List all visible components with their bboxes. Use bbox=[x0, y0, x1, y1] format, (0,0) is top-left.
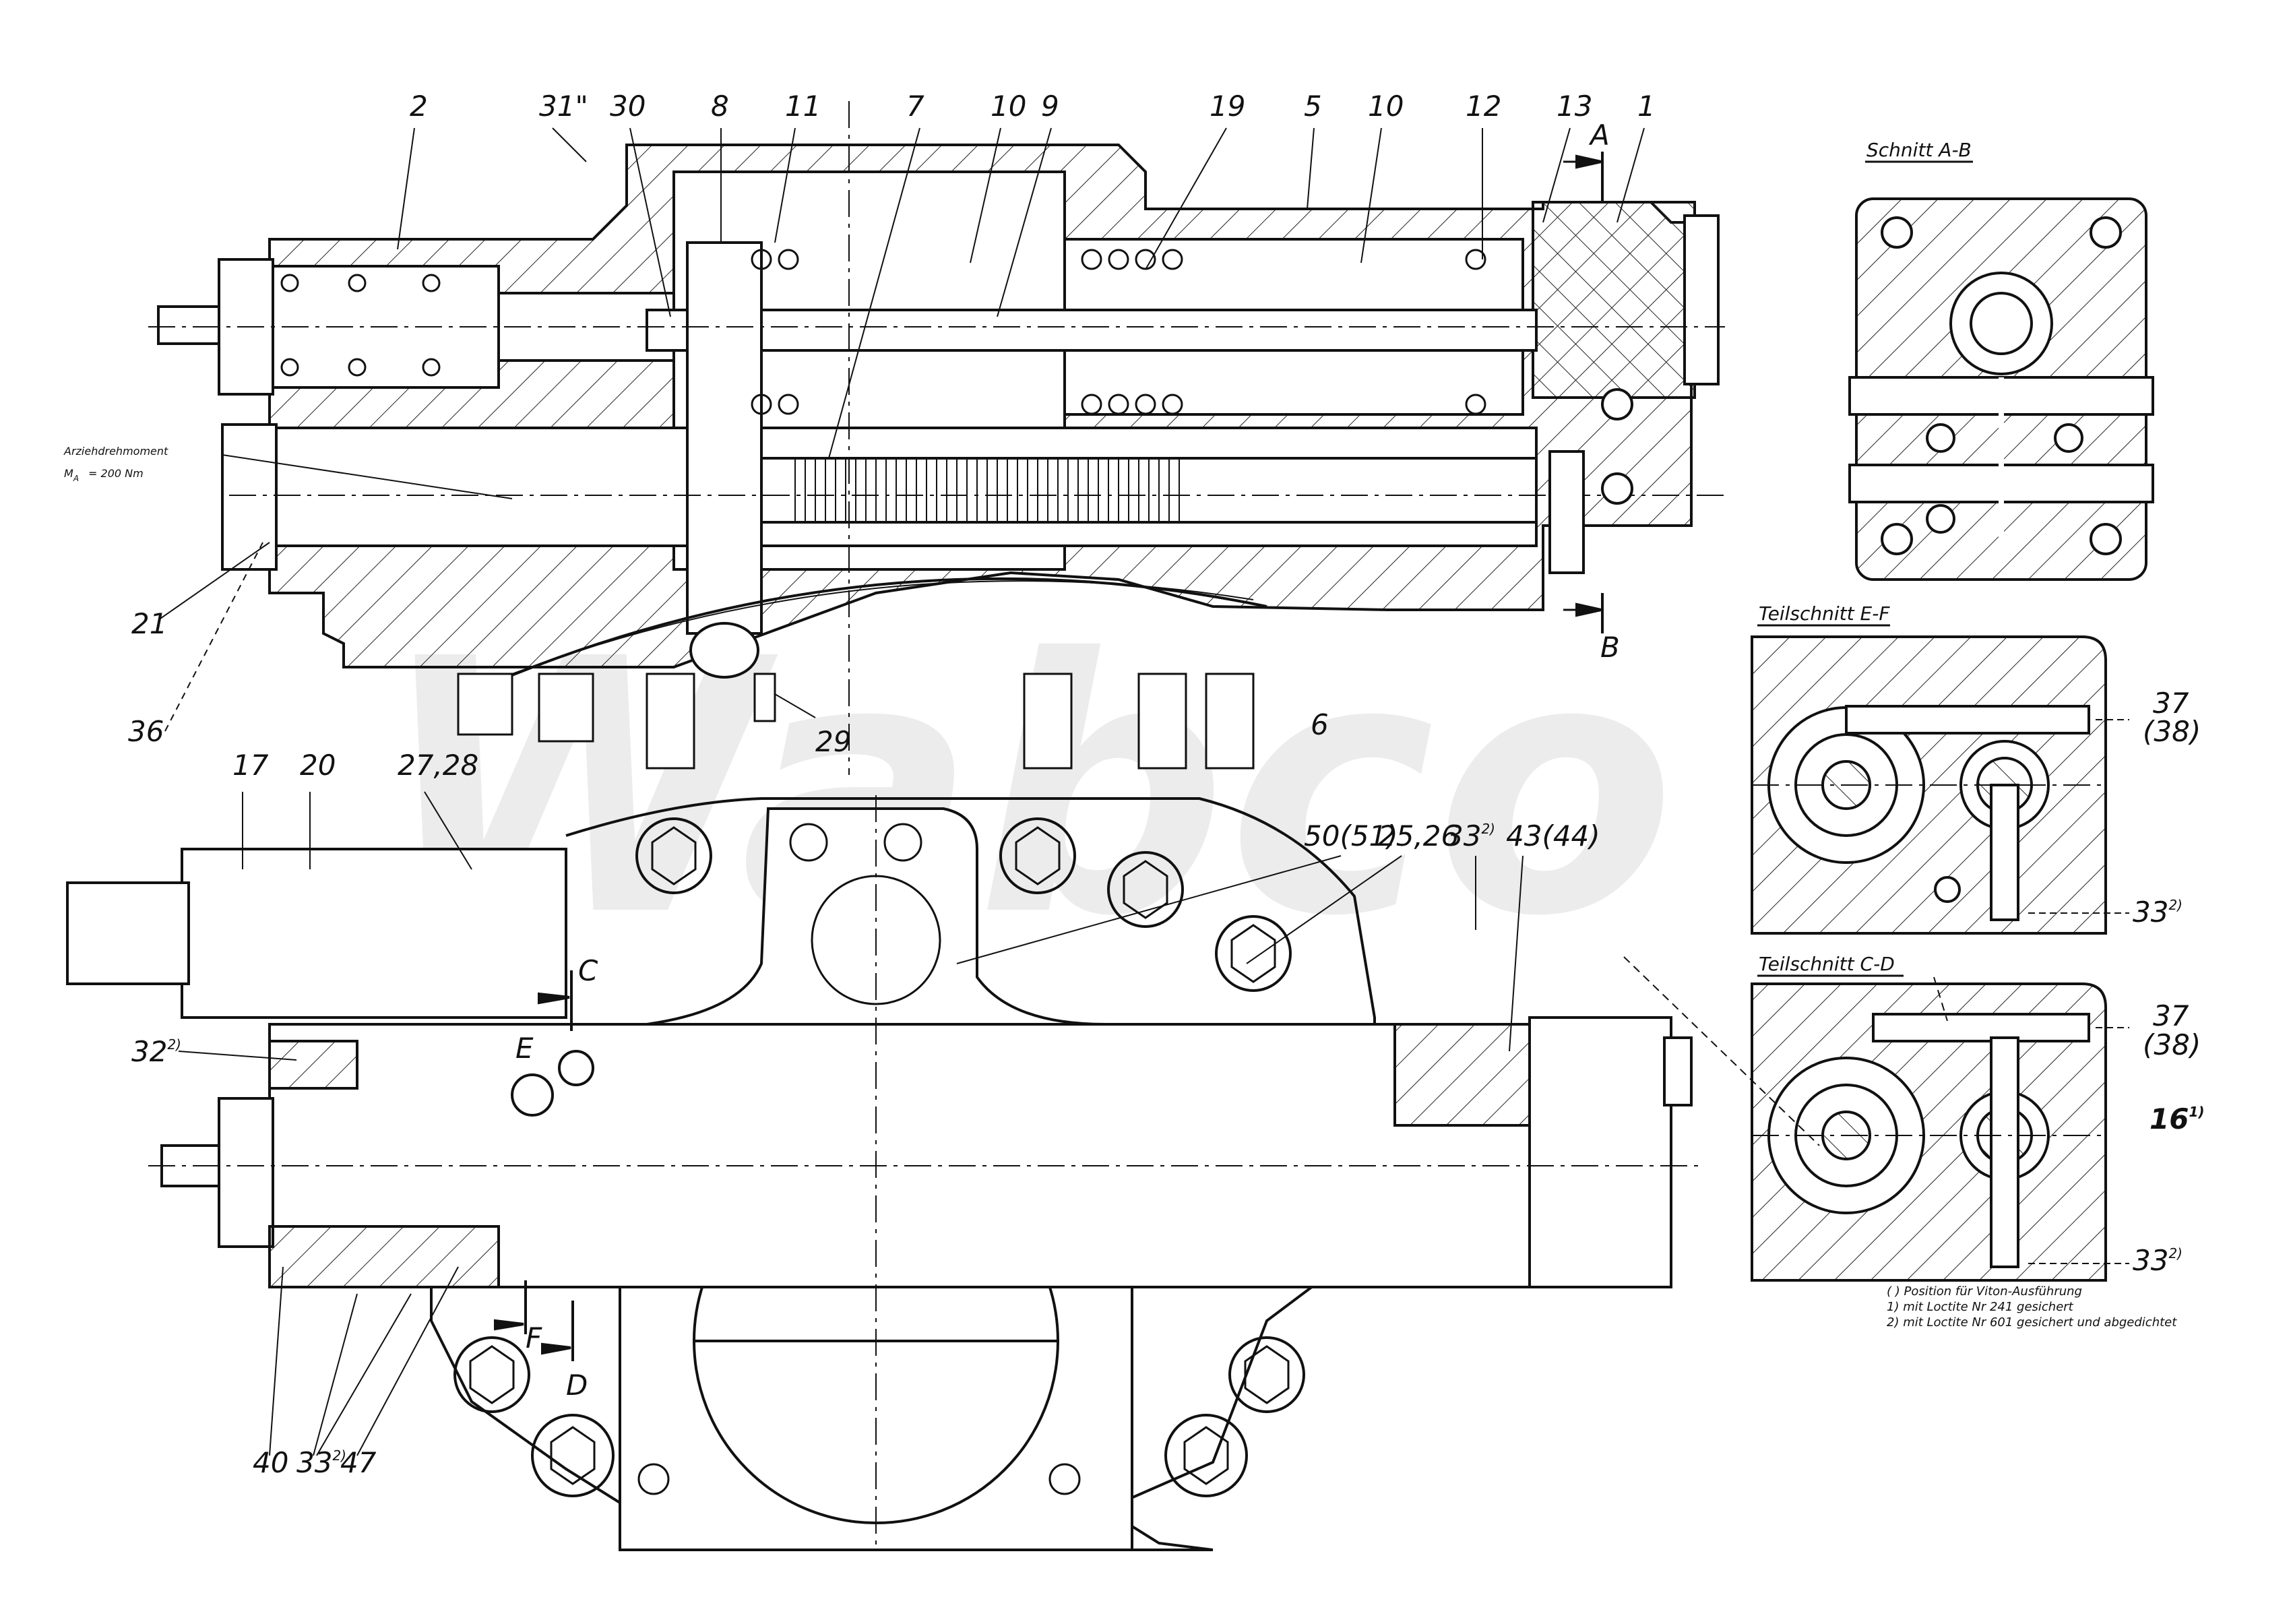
label-8: 8 bbox=[711, 90, 729, 123]
label-5: 5 bbox=[1304, 90, 1322, 123]
label-2: 2 bbox=[410, 90, 428, 123]
port-circle-2 bbox=[1601, 472, 1633, 505]
leader-lines-bottom bbox=[178, 791, 1524, 1456]
label-36: 36 bbox=[128, 715, 164, 748]
label-29: 29 bbox=[815, 725, 851, 758]
ef-label-38: (38) bbox=[2143, 715, 2201, 748]
label-43-44: 43(44) bbox=[1506, 819, 1600, 852]
label-40: 40 bbox=[253, 1446, 288, 1479]
end-boss-right bbox=[1663, 1036, 1693, 1106]
springs-left bbox=[280, 274, 441, 377]
label-31: 31" bbox=[539, 90, 588, 123]
cd-label-38: (38) bbox=[2143, 1028, 2201, 1061]
section-letter-a: A bbox=[1588, 119, 1610, 152]
label-11: 11 bbox=[785, 90, 821, 123]
footnote-3: 2) mit Loctite Nr 601 gesichert und abge… bbox=[1887, 1315, 2177, 1330]
section-ab-title: Schnitt A-B bbox=[1866, 139, 1972, 161]
label-9: 9 bbox=[1041, 90, 1059, 123]
port-circle-1 bbox=[1601, 388, 1633, 420]
section-letter-d: D bbox=[566, 1369, 588, 1402]
studs bbox=[457, 673, 1255, 770]
swash-arc-inner bbox=[511, 580, 1254, 675]
thread-marks bbox=[794, 458, 1180, 522]
hatched-port-left-top bbox=[268, 1040, 358, 1090]
lever-ball bbox=[689, 622, 759, 679]
cd-label-33: 332) bbox=[2133, 1244, 2183, 1277]
section-letter-e: E bbox=[515, 1032, 534, 1065]
lever bbox=[686, 241, 763, 635]
bottom-plan-view bbox=[66, 795, 1698, 1551]
hatched-port-right bbox=[1393, 1023, 1531, 1127]
end-cap-boss bbox=[1683, 214, 1720, 385]
label-21: 21 bbox=[131, 607, 167, 640]
label-19: 19 bbox=[1210, 90, 1245, 123]
cd-label-16: 161) bbox=[2149, 1102, 2205, 1135]
threaded-spindle bbox=[753, 457, 1538, 524]
bottom-center-lines bbox=[148, 795, 1698, 1550]
section-letter-f: F bbox=[526, 1321, 542, 1354]
label-20: 20 bbox=[300, 749, 336, 782]
footnote-2: 1) mit Loctite Nr 241 gesichert bbox=[1887, 1300, 2074, 1314]
lower-cap bbox=[221, 423, 278, 571]
ef-label-37: 37 bbox=[2153, 687, 2189, 720]
footnotes: ( ) Position für Viton-Ausführung 1) mit… bbox=[1887, 1284, 2177, 1330]
section-leader-lines bbox=[1623, 956, 1948, 1146]
bottom-labels: 17 20 27,28 50(51) 25,26 332) 43(44) 322… bbox=[131, 749, 1600, 1479]
section-ef-title: Teilschnitt E-F bbox=[1759, 602, 1890, 625]
section-letter-b: B bbox=[1600, 631, 1620, 664]
handle bbox=[66, 881, 190, 985]
section-letter-c: C bbox=[578, 954, 598, 987]
label-33-bottom: 332) bbox=[296, 1446, 346, 1479]
footnote-1: ( ) Position für Viton-Ausführung bbox=[1887, 1284, 2082, 1299]
end-cap-right bbox=[1532, 201, 1696, 399]
spindle-left bbox=[157, 305, 220, 345]
torque-note-line2: MA= 200 Nm bbox=[64, 467, 144, 483]
section-cd-title: Teilschnitt C-D bbox=[1759, 953, 1895, 975]
section-marks-cdef bbox=[494, 970, 574, 1361]
label-27-28: 27,28 bbox=[398, 749, 478, 782]
left-boss bbox=[218, 1097, 274, 1248]
label-7: 7 bbox=[906, 90, 924, 123]
valve-housing-top-block bbox=[181, 848, 567, 1019]
center-lines bbox=[148, 101, 1725, 775]
hatched-port-left bbox=[268, 1225, 500, 1288]
piston-rod bbox=[646, 309, 1538, 352]
label-50-51: 50(51) bbox=[1304, 819, 1398, 852]
label-6: 6 bbox=[1311, 708, 1329, 741]
section-ef: Teilschnitt E-F 37 (38) 332) bbox=[1751, 602, 2201, 935]
label-10b: 10 bbox=[1368, 90, 1404, 123]
top-section-view bbox=[148, 101, 1725, 775]
bolt-heads bbox=[453, 817, 1305, 1497]
label-17: 17 bbox=[232, 749, 269, 782]
label-47: 47 bbox=[340, 1446, 377, 1479]
label-25-26: 25,26 bbox=[1378, 819, 1459, 852]
check-valve bbox=[1548, 450, 1585, 574]
section-mark-ab bbox=[1563, 152, 1604, 633]
label-33-top: 332) bbox=[1445, 819, 1495, 852]
label-12: 12 bbox=[1466, 90, 1501, 123]
springs-right bbox=[751, 249, 1486, 415]
port-e2 bbox=[558, 1050, 594, 1086]
end-block-right bbox=[1528, 1016, 1672, 1288]
ef-label-33: 332) bbox=[2133, 896, 2183, 929]
cd-label-37: 37 bbox=[2153, 999, 2189, 1032]
leader-lines-top bbox=[158, 127, 1645, 732]
torque-note-line1: Arziehdrehmoment bbox=[63, 445, 168, 458]
label-1: 1 bbox=[1637, 90, 1656, 123]
section-ab: Schnitt A-B bbox=[1848, 139, 2154, 581]
label-13: 13 bbox=[1557, 90, 1592, 123]
top-labels: 2 31" 30 8 11 7 10 9 19 5 10 12 13 1 A B… bbox=[63, 90, 1656, 758]
label-32: 322) bbox=[131, 1035, 181, 1068]
label-10a: 10 bbox=[991, 90, 1026, 123]
port-e bbox=[511, 1073, 554, 1117]
swash-arc bbox=[498, 577, 1267, 682]
label-30: 30 bbox=[610, 90, 646, 123]
section-cd: Teilschnitt C-D 37 (38) 161) 332) bbox=[1751, 953, 2205, 1282]
